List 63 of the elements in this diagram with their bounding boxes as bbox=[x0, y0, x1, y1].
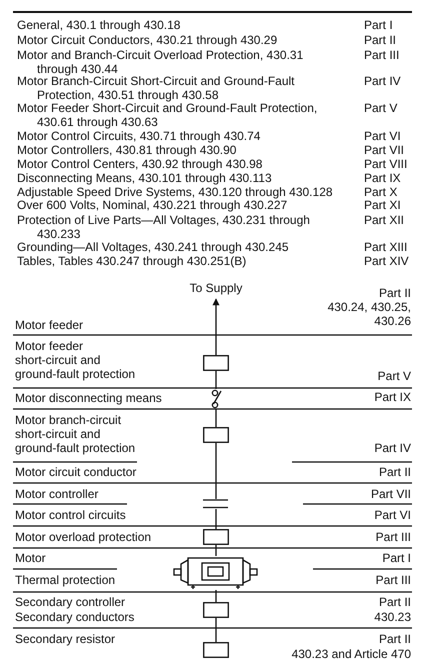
part-number: Part VI bbox=[364, 129, 401, 143]
part-number: Part IX bbox=[364, 171, 401, 185]
component-label: Secondary resistor bbox=[15, 632, 116, 646]
code-reference: 430.24, 430.25, 430.26 bbox=[326, 300, 411, 328]
section-title: General, 430.1 through 430.18 bbox=[17, 18, 180, 32]
component-label: Motor branch-circuit short-circuit and ground-fault protection bbox=[15, 413, 136, 455]
connector-line bbox=[215, 371, 217, 389]
part-number: Part X bbox=[364, 185, 398, 199]
part-number: Part II bbox=[378, 286, 411, 300]
component-label: Motor controller bbox=[15, 487, 98, 501]
part-number: Part IV bbox=[364, 74, 401, 88]
section-title: Adjustable Speed Drive Systems, 430.120 through 430.128 bbox=[17, 185, 333, 199]
part-number: Part XIV bbox=[364, 254, 409, 268]
section-title: Disconnecting Means, 430.101 through 430.113 bbox=[17, 171, 272, 185]
part-number: Part VI bbox=[374, 508, 411, 522]
component-label: Motor overload protection bbox=[15, 530, 152, 544]
connector-line bbox=[215, 409, 217, 427]
part-number: Part III bbox=[376, 530, 411, 544]
part-number: Part XI bbox=[364, 198, 401, 212]
part-number: Part IV bbox=[374, 441, 411, 455]
code-reference: 430.23 and Article 470 bbox=[292, 647, 411, 661]
part-number: Part VII bbox=[364, 143, 404, 157]
part-number: Part V bbox=[364, 101, 398, 115]
component-label: Motor circuit conductor bbox=[15, 465, 136, 479]
part-number: Part I bbox=[364, 18, 393, 32]
section-title: Motor Control Centers, 430.92 through 430.98 bbox=[17, 157, 262, 171]
component-label: Motor disconnecting means bbox=[15, 391, 162, 405]
part-number: Part II bbox=[378, 632, 411, 646]
section-title: Motor Controllers, 430.81 through 430.90 bbox=[17, 143, 236, 157]
component-label: Motor feeder short-circuit and ground-fault protection bbox=[15, 339, 136, 381]
connector-line bbox=[215, 590, 217, 602]
component-label: Secondary controller bbox=[15, 595, 126, 609]
arrow bbox=[212, 298, 220, 355]
connector-line bbox=[215, 443, 217, 499]
part-number: Part VIII bbox=[364, 157, 408, 171]
connector-line bbox=[215, 509, 217, 529]
component-label: Motor feeder bbox=[15, 318, 84, 332]
component-label: Thermal protection bbox=[15, 573, 116, 587]
part-number: Part II bbox=[378, 465, 411, 479]
part-number: Part XII bbox=[364, 213, 404, 227]
supply-label: To Supply bbox=[180, 281, 252, 297]
section-title: Grounding—All Voltages, 430.241 through 430.245 bbox=[17, 240, 289, 254]
part-number: Part I bbox=[382, 551, 411, 565]
section-title: Motor Control Circuits, 430.71 through 430.74 bbox=[17, 129, 260, 143]
part-number: Part XIII bbox=[364, 240, 408, 254]
connector-line bbox=[215, 545, 217, 556]
section-title: Motor Circuit Conductors, 430.21 through 430.29 bbox=[17, 33, 278, 47]
component-label: Motor bbox=[15, 551, 46, 565]
component-label: Secondary conductors bbox=[15, 610, 134, 624]
connector-line bbox=[215, 618, 217, 642]
section-title: Protection of Live Parts—All Voltages, 430.231 through 430.233 bbox=[17, 213, 311, 241]
part-number: Part III bbox=[364, 48, 400, 62]
section-title: Motor Feeder Short-Circuit and Ground-Fault Protection, 430.61 through 430.63 bbox=[17, 101, 318, 129]
part-number: Part V bbox=[378, 369, 411, 383]
part-number: Part II bbox=[364, 33, 396, 47]
part-number: Part III bbox=[376, 573, 411, 587]
section-title: Tables, Tables 430.247 through 430.251(B) bbox=[17, 254, 246, 268]
part-number: Part IX bbox=[374, 390, 411, 404]
part-number: Part VII bbox=[370, 487, 411, 501]
code-reference: 430.23 bbox=[374, 610, 411, 624]
part-number: Part II bbox=[378, 595, 411, 609]
component-label: Motor control circuits bbox=[15, 508, 126, 522]
section-title: Over 600 Volts, Nominal, 430.221 through 430.227 bbox=[17, 198, 288, 212]
